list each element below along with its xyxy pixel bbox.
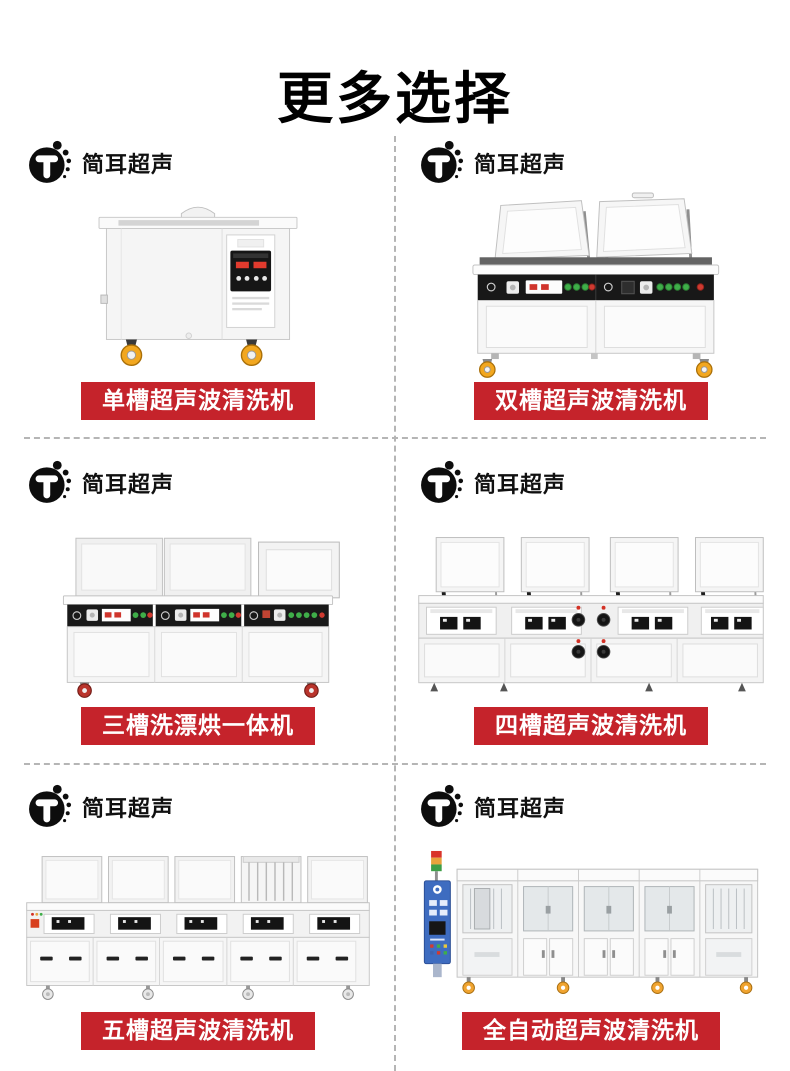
brand-name: 简耳超声 <box>474 796 567 821</box>
brand-name: 简耳超声 <box>474 152 567 177</box>
product-image-single-tank <box>8 190 388 382</box>
brand-logo: 简耳超声 <box>8 456 388 510</box>
brand-logo: 简耳超声 <box>400 780 782 834</box>
brand-name: 简耳超声 <box>82 152 175 177</box>
product-card-single-tank: 简耳超声 <box>8 136 388 420</box>
brand-logo: 简耳超声 <box>400 456 782 510</box>
brand-logo: 简耳超声 <box>8 780 388 834</box>
four-tank-machine-illustration <box>418 536 764 691</box>
product-card-double-tank: 简耳超声 <box>400 136 782 420</box>
product-label: 双槽超声波清洗机 <box>474 382 708 420</box>
brand-logo-icon <box>29 140 72 183</box>
product-label: 五槽超声波清洗机 <box>81 1012 315 1050</box>
product-card-four-tank: 简耳超声 <box>400 456 782 745</box>
brand-name: 简耳超声 <box>82 796 175 821</box>
brand-name: 简耳超声 <box>82 472 175 497</box>
brand-logo: 简耳超声 <box>8 136 388 190</box>
product-label: 全自动超声波清洗机 <box>462 1012 720 1050</box>
product-card-five-tank: 简耳超声 <box>8 780 388 1050</box>
product-image-five-tank <box>8 834 388 1012</box>
automatic-line-illustration <box>423 850 759 994</box>
brand-name: 简耳超声 <box>474 472 567 497</box>
product-image-four-tank <box>400 510 782 707</box>
brand-logo-icon <box>29 784 72 827</box>
product-image-three-tank <box>8 510 388 707</box>
brand-logo: 简耳超声 <box>400 136 782 190</box>
product-label: 三槽洗漂烘一体机 <box>81 707 315 745</box>
divider-vertical <box>394 136 396 1071</box>
three-tank-machine-illustration <box>62 538 340 699</box>
single-tank-machine-illustration <box>98 207 298 367</box>
brand-logo-icon <box>421 460 464 503</box>
brand-logo-icon <box>29 460 72 503</box>
product-label: 四槽超声波清洗机 <box>474 707 708 745</box>
product-card-fully-automatic: 简耳超声 <box>400 780 782 1050</box>
product-image-double-tank <box>400 190 782 382</box>
divider-horizontal-1 <box>24 437 766 439</box>
double-tank-machine-illustration <box>472 192 720 379</box>
page-title: 更多选择 <box>277 66 513 130</box>
product-card-three-tank: 简耳超声 <box>8 456 388 745</box>
brand-logo-icon <box>421 784 464 827</box>
divider-horizontal-2 <box>24 763 766 765</box>
brand-logo-icon <box>421 140 464 183</box>
product-label: 单槽超声波清洗机 <box>81 382 315 420</box>
five-tank-machine-illustration <box>26 856 370 1001</box>
product-image-fully-automatic <box>400 834 782 1012</box>
